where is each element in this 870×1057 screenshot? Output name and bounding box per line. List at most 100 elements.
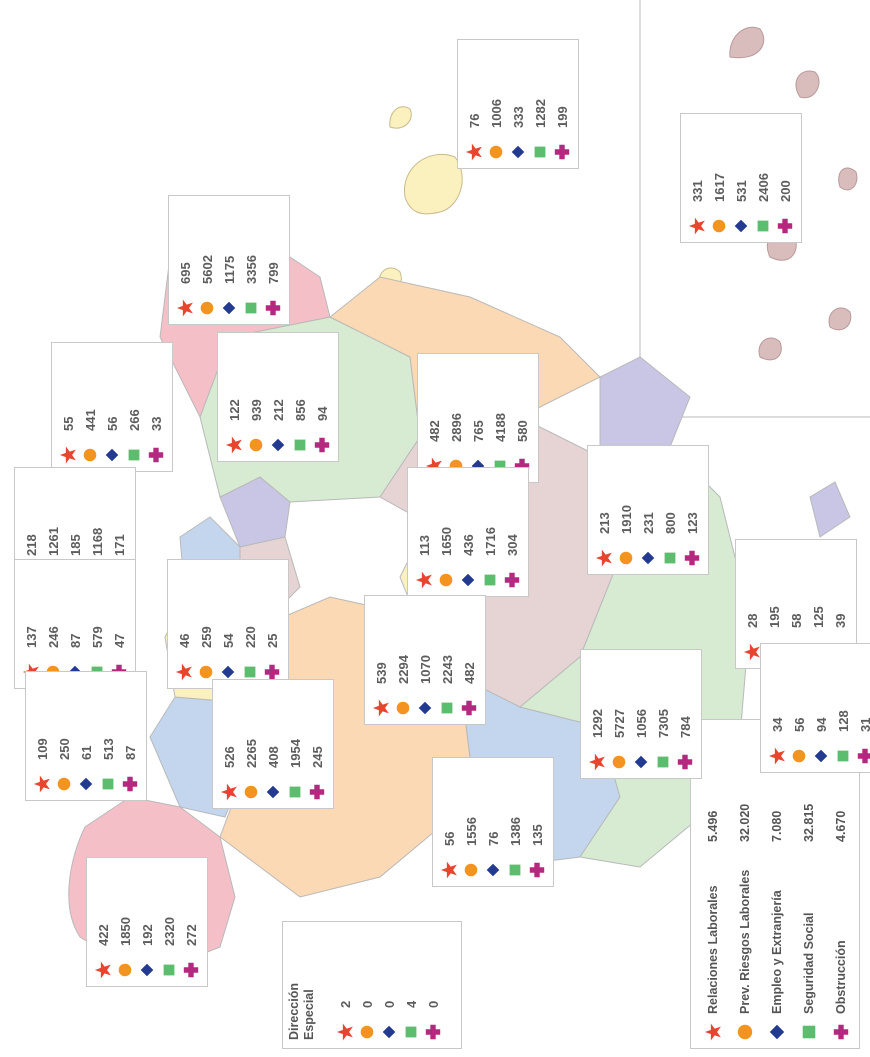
- plus-icon: [262, 662, 282, 682]
- stat-row: 1850: [115, 906, 135, 980]
- stat-value: 800: [662, 512, 678, 534]
- square-icon: [530, 142, 550, 162]
- stat-value: 579: [89, 626, 105, 648]
- stat-value: 185: [67, 534, 83, 556]
- island-canary-5: [758, 337, 782, 361]
- stat-value: 109: [34, 738, 50, 760]
- circle-icon: [241, 782, 261, 802]
- stat-value: 526: [221, 746, 237, 768]
- square-icon: [241, 298, 261, 318]
- stat-row: 1282: [530, 88, 550, 162]
- stat-value: 2896: [448, 413, 464, 442]
- stat-value: 94: [314, 406, 330, 421]
- square-icon: [240, 662, 260, 682]
- stat-row: 408: [263, 728, 283, 802]
- plus-icon: [675, 752, 695, 772]
- square-icon: [753, 216, 773, 236]
- star-icon: [767, 746, 787, 766]
- plus-icon: [459, 698, 479, 718]
- stat-row: 331: [687, 162, 707, 236]
- stat-value: 55: [60, 416, 76, 431]
- stat-row: 34: [767, 692, 787, 766]
- stat-value: 54: [220, 633, 236, 648]
- stat-row: 2320: [159, 906, 179, 980]
- star-icon: [414, 570, 434, 590]
- stat-row: 1954: [285, 728, 305, 802]
- stat-row: 199: [552, 88, 572, 162]
- stat-value: 58: [788, 613, 804, 628]
- square-icon: [124, 445, 144, 465]
- stat-row: 765: [468, 402, 488, 476]
- circle-icon: [115, 960, 135, 980]
- de-stat-value: 0: [425, 1000, 441, 1008]
- stat-row: 113: [414, 516, 434, 590]
- legend-row-obstruccion: Obstrucción 4.670: [827, 811, 855, 1042]
- stat-value: 171: [111, 534, 127, 556]
- circle-icon: [197, 298, 217, 318]
- stat-value: 856: [292, 399, 308, 421]
- circle-icon: [709, 216, 729, 236]
- legend-label: Relaciones Laborales: [706, 885, 720, 1014]
- stat-row: 250: [54, 720, 74, 794]
- stat-row: 526: [219, 728, 239, 802]
- de-stat-row: 0: [423, 1001, 443, 1042]
- stat-value: 87: [122, 745, 138, 760]
- star-icon: [335, 1022, 355, 1042]
- stat-row: 135: [527, 806, 547, 880]
- stat-value: 5727: [611, 709, 627, 738]
- stat-row: 531: [731, 162, 751, 236]
- stat-row: 212: [268, 381, 288, 455]
- stat-value: 513: [100, 738, 116, 760]
- stat-row: 94: [312, 381, 332, 455]
- stat-value: 259: [198, 626, 214, 648]
- circle-icon: [54, 774, 74, 794]
- stat-value: 1168: [89, 527, 105, 556]
- de-stat-value: 0: [381, 1000, 397, 1008]
- diamond-icon: [263, 782, 283, 802]
- stat-value: 333: [510, 106, 526, 128]
- square-icon: [290, 435, 310, 455]
- stat-value: 76: [466, 113, 482, 128]
- plus-icon: [512, 456, 532, 476]
- stat-value: 482: [461, 662, 477, 684]
- stat-value: 1954: [287, 739, 303, 768]
- de-stat-value: 0: [359, 1000, 375, 1008]
- stat-row: 94: [811, 692, 831, 766]
- diamond-icon: [379, 1022, 399, 1042]
- stat-row: 192: [137, 906, 157, 980]
- stat-value: 113: [416, 535, 432, 556]
- stat-value: 123: [684, 512, 700, 534]
- stat-value: 799: [265, 262, 281, 284]
- stat-row: 482: [424, 402, 444, 476]
- stat-value: 47: [111, 633, 127, 648]
- stat-row: 5602: [197, 244, 217, 318]
- circle-icon: [246, 435, 266, 455]
- stat-value: 31: [857, 717, 870, 732]
- diamond-icon: [137, 960, 157, 980]
- stat-value: 1850: [117, 917, 133, 946]
- stat-value: 246: [45, 626, 61, 648]
- stat-value: 1617: [711, 173, 727, 202]
- stat-value: 39: [832, 613, 848, 628]
- stat-value: 695: [177, 262, 193, 284]
- star-icon: [174, 662, 194, 682]
- star-icon: [742, 642, 762, 662]
- stat-row: 1056: [631, 698, 651, 772]
- stat-row: 2243: [437, 644, 457, 718]
- direccion-especial-title: Dirección Especial: [287, 983, 317, 1040]
- stat-row: 56: [789, 692, 809, 766]
- stat-row: 800: [660, 494, 680, 568]
- square-icon: [98, 774, 118, 794]
- stat-value: 304: [504, 534, 520, 556]
- stat-row: 87: [120, 720, 140, 794]
- stat-row: 220: [240, 608, 260, 682]
- stat-row: 1716: [480, 516, 500, 590]
- stat-value: 4188: [492, 413, 508, 442]
- stat-row: 25: [262, 608, 282, 682]
- circle-icon: [486, 142, 506, 162]
